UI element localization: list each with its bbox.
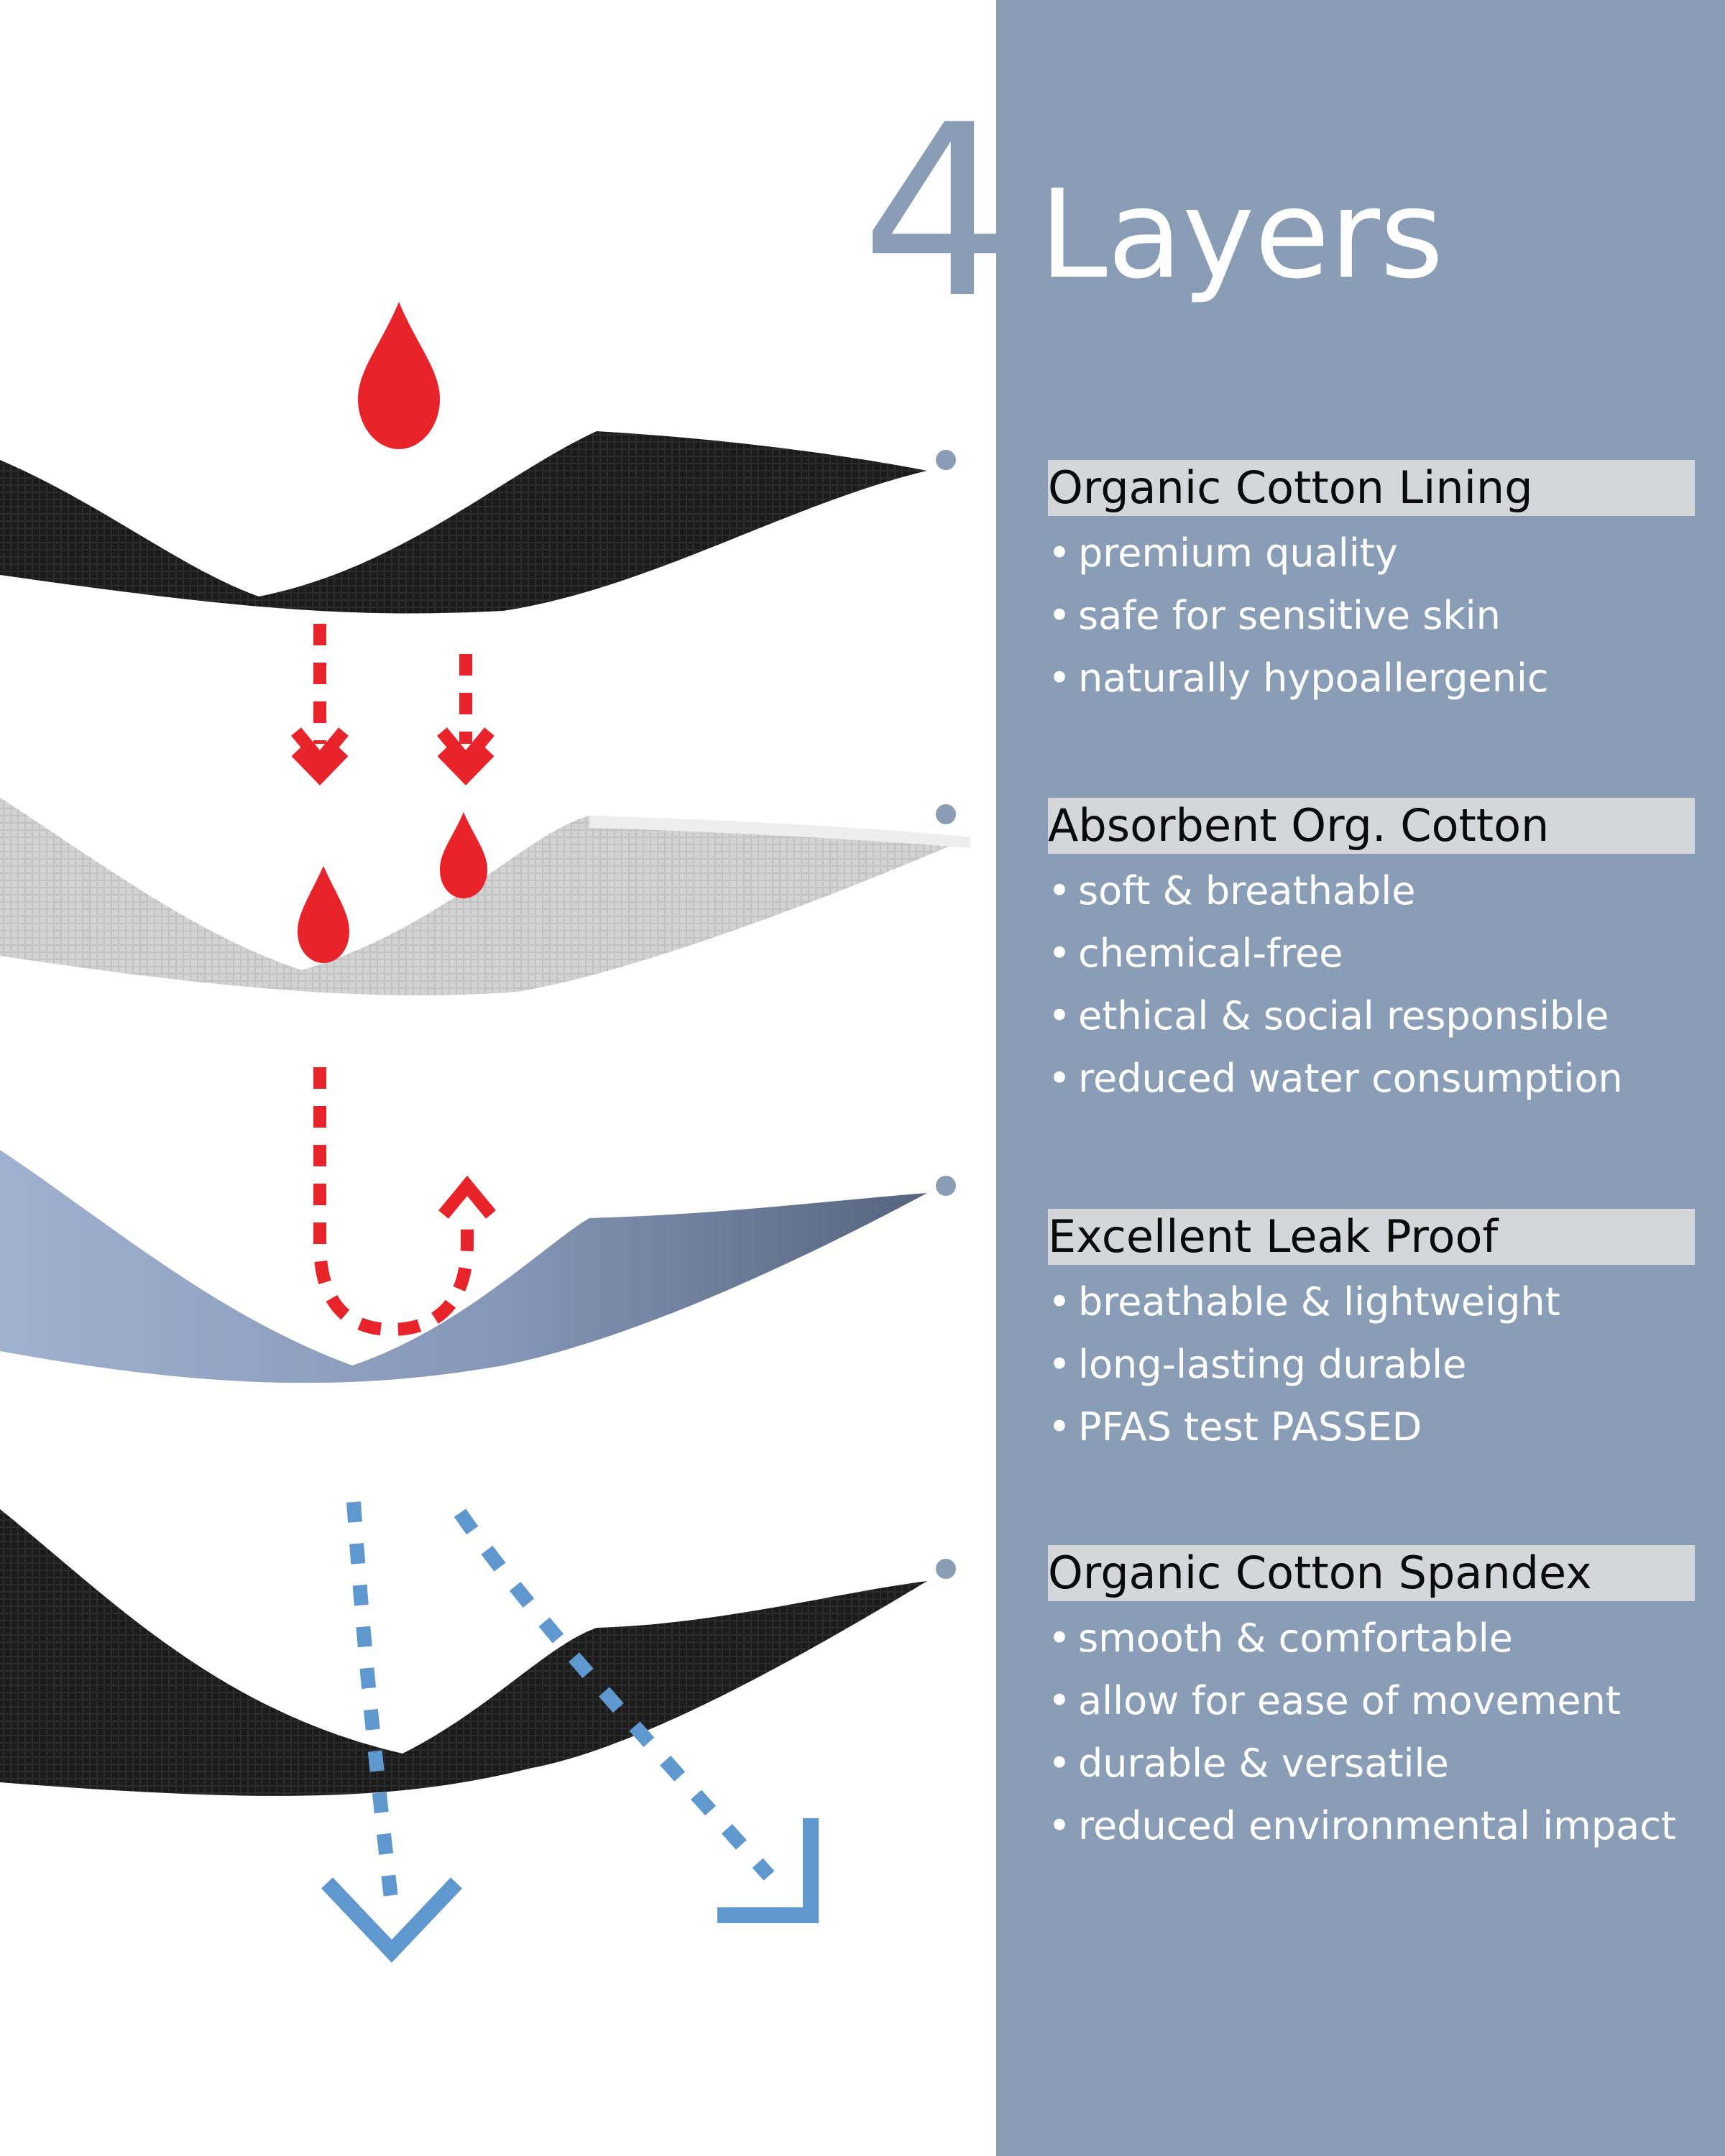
layer-gray-absorbent bbox=[0, 798, 970, 995]
drop-icon bbox=[358, 302, 440, 449]
layer-heading: Excellent Leak Proof bbox=[1048, 1209, 1695, 1265]
layer-heading: Absorbent Org. Cotton bbox=[1048, 798, 1695, 854]
layer-info-4: Organic Cotton Spandex •smooth & comfort… bbox=[1048, 1545, 1695, 1857]
title-word: Layers bbox=[1039, 164, 1444, 306]
connector-dot-icon bbox=[932, 446, 960, 474]
connector-dot-icon bbox=[932, 1554, 960, 1583]
u-turn-arrow bbox=[313, 1067, 474, 1337]
list-item: •safe for sensitive skin bbox=[1048, 593, 1501, 638]
list-item: •naturally hypoallergenic bbox=[1048, 655, 1549, 701]
list-item: •long-lasting durable bbox=[1048, 1342, 1467, 1387]
layer-black-lining bbox=[0, 431, 927, 614]
drop-icon bbox=[440, 812, 487, 898]
down-arrow-icon bbox=[437, 654, 494, 786]
down-arrow-icon bbox=[717, 1818, 819, 1923]
layer-blue-leakproof bbox=[0, 1150, 927, 1383]
list-item: •ethical & social responsible bbox=[1048, 993, 1609, 1038]
connector-dot-icon bbox=[932, 1171, 960, 1200]
list-item: •reduced environmental impact bbox=[1048, 1803, 1677, 1848]
layer-heading: Organic Cotton Lining bbox=[1048, 460, 1695, 516]
feature-list: •soft & breathable •chemical-free •ethic… bbox=[1048, 860, 1695, 1110]
layer-heading: Organic Cotton Spandex bbox=[1048, 1545, 1695, 1601]
list-item: •allow for ease of movement bbox=[1048, 1678, 1621, 1723]
layer-info-2: Absorbent Org. Cotton •soft & breathable… bbox=[1048, 798, 1695, 1110]
feature-list: •breathable & lightweight •long-lasting … bbox=[1048, 1271, 1695, 1458]
list-item: •PFAS test PASSED bbox=[1048, 1404, 1422, 1450]
list-item: •soft & breathable bbox=[1048, 868, 1416, 913]
down-arrow-icon bbox=[346, 1501, 399, 1906]
drop-icon bbox=[298, 866, 349, 963]
up-arrow-icon bbox=[438, 1175, 496, 1219]
layer-info-1: Organic Cotton Lining •premium quality •… bbox=[1048, 460, 1695, 709]
down-arrow-icon bbox=[291, 624, 349, 786]
connector-dot-icon bbox=[932, 800, 960, 829]
list-item: •smooth & comfortable bbox=[1048, 1616, 1513, 1661]
layer-info-3: Excellent Leak Proof •breathable & light… bbox=[1048, 1209, 1695, 1458]
list-item: •durable & versatile bbox=[1048, 1741, 1449, 1786]
feature-list: •premium quality •safe for sensitive ski… bbox=[1048, 522, 1695, 709]
title-number: 4 bbox=[861, 74, 1012, 350]
list-item: •breathable & lightweight bbox=[1048, 1279, 1560, 1325]
list-item: •chemical-free bbox=[1048, 931, 1343, 976]
list-item: •premium quality bbox=[1048, 530, 1398, 576]
down-arrow-icon bbox=[454, 1508, 775, 1881]
side-panel bbox=[996, 0, 1725, 2156]
list-item: •reduced water consumption bbox=[1048, 1056, 1623, 1101]
layer-black-spandex bbox=[0, 1509, 927, 1796]
feature-list: •smooth & comfortable •allow for ease of… bbox=[1048, 1607, 1695, 1857]
down-arrow-icon bbox=[321, 1877, 462, 1963]
